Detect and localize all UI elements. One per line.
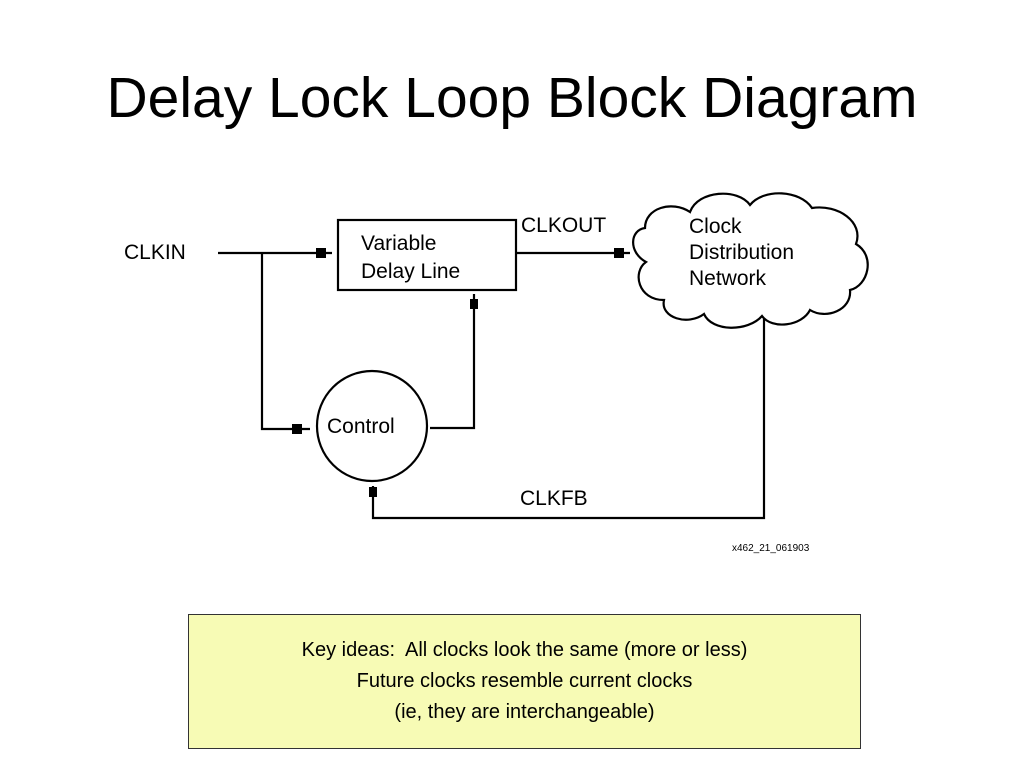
key-ideas-line-3: (ie, they are interchangeable) <box>394 701 655 723</box>
clkfb-label: CLKFB <box>520 487 588 510</box>
figure-id-label: x462_21_061903 <box>732 543 810 554</box>
clkfb-wire <box>371 304 766 520</box>
control-input-marker <box>292 424 302 434</box>
control-to-delay-wire <box>430 294 476 430</box>
clock-distribution-network-cloud <box>632 192 869 329</box>
control-label: Control <box>327 415 395 438</box>
key-ideas-box: Key ideas: All clocks look the same (mor… <box>188 614 861 749</box>
clkout-label: CLKOUT <box>521 214 606 237</box>
control-feedback-marker <box>369 487 377 497</box>
delay-line-input-marker <box>316 248 326 258</box>
network-label-line-1: Clock <box>689 215 742 238</box>
network-input-marker <box>614 248 624 258</box>
key-ideas-line-1: Key ideas: All clocks look the same (mor… <box>301 639 748 661</box>
dll-block-diagram: CLKIN Variable Delay Line CLKOUT Clock D… <box>124 192 869 554</box>
delay-line-label-line-2: Delay Line <box>361 260 460 283</box>
slide-title: Delay Lock Loop Block Diagram <box>106 66 918 130</box>
network-label-line-3: Network <box>689 267 767 290</box>
clkin-to-control-wire <box>260 253 310 431</box>
clkin-label: CLKIN <box>124 241 186 264</box>
delay-line-control-marker <box>470 299 478 309</box>
variable-delay-line-block <box>336 218 518 292</box>
network-label-line-2: Distribution <box>689 241 794 264</box>
control-block <box>315 369 429 483</box>
delay-line-label-line-1: Variable <box>361 232 437 255</box>
key-ideas-line-2: Future clocks resemble current clocks <box>356 670 693 692</box>
